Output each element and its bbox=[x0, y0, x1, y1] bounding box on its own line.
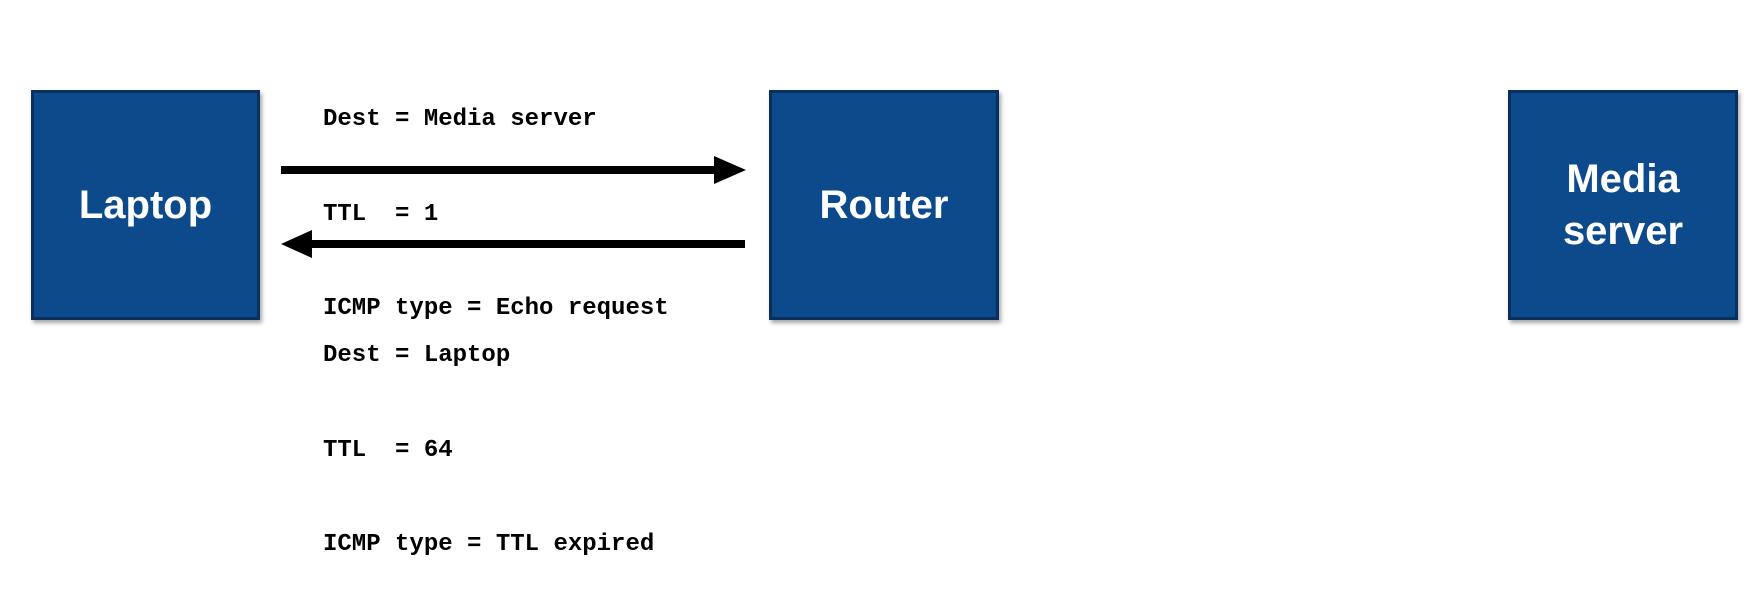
media-server-node: Media server bbox=[1508, 90, 1738, 320]
outgoing-ttl: TTL = 1 bbox=[323, 200, 439, 228]
router-label: Router bbox=[819, 183, 949, 227]
media-server-label-line2: server bbox=[1562, 209, 1684, 253]
outgoing-dest: Dest = Media server bbox=[323, 106, 597, 133]
arrow-router-to-laptop bbox=[281, 230, 745, 258]
returning-dest: Dest = Laptop bbox=[323, 342, 511, 369]
arrow-laptop-to-router bbox=[281, 156, 746, 184]
media-server-label-line1: Media bbox=[1566, 157, 1680, 201]
returning-icmp-type: ICMP type = TTL expired bbox=[323, 531, 655, 558]
router-node: Router bbox=[769, 90, 999, 320]
outgoing-packet-header: Dest = Media server TTL = 1 ICMP type = … bbox=[323, 41, 669, 356]
media-server-label: Media server bbox=[1563, 153, 1683, 257]
arrows-layer bbox=[281, 156, 746, 258]
returning-ttl: TTL = 64 bbox=[323, 436, 453, 464]
laptop-label: Laptop bbox=[78, 183, 213, 227]
outgoing-icmp-type: ICMP type = Echo request bbox=[323, 295, 669, 322]
laptop-node: Laptop bbox=[31, 90, 260, 320]
